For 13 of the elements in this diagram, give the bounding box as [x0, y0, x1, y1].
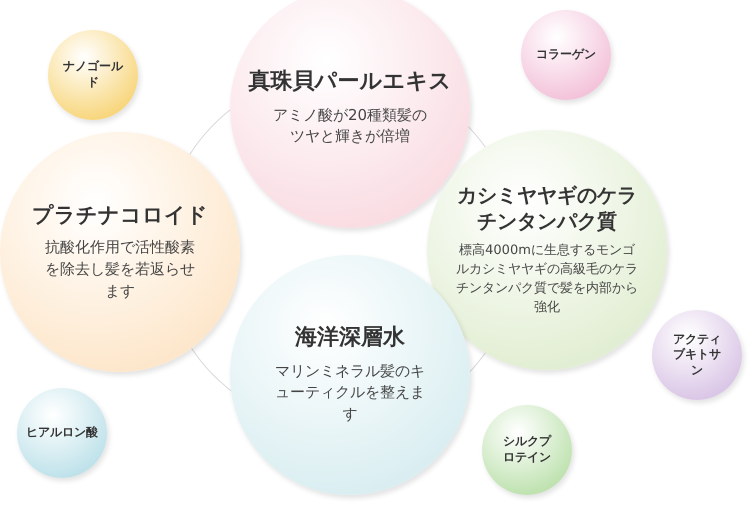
ingredient-name: アクティブキトサン: [672, 332, 722, 378]
description: マリンミネラル髪のキューティクルを整えます: [275, 360, 425, 426]
description: 標高4000mに生息するモンゴルカシミヤヤギの高級毛のケラチンタンパク質で髪を内部から強化: [455, 242, 639, 317]
ingredient-name: シルクプロテイン: [502, 434, 552, 466]
ingredient-name: コラーゲン: [535, 47, 597, 63]
ingredient-name: プラチナコロイド: [31, 202, 209, 229]
ingredient-name: カシミヤヤギのケラチンタンパク質: [457, 182, 637, 234]
ingredient-name: 海洋深層水: [294, 324, 406, 352]
ingredient-name: 真珠貝パールエキス: [248, 68, 452, 96]
description: 抗酸化作用で活性酸素を除去し髪を若返らせます: [45, 237, 195, 302]
description: アミノ酸が20種類髪のツヤと輝きが倍増: [272, 104, 428, 148]
ingredient-name: ナノゴールド: [63, 59, 123, 91]
ingredient-name: ヒアルロン酸: [25, 425, 99, 441]
